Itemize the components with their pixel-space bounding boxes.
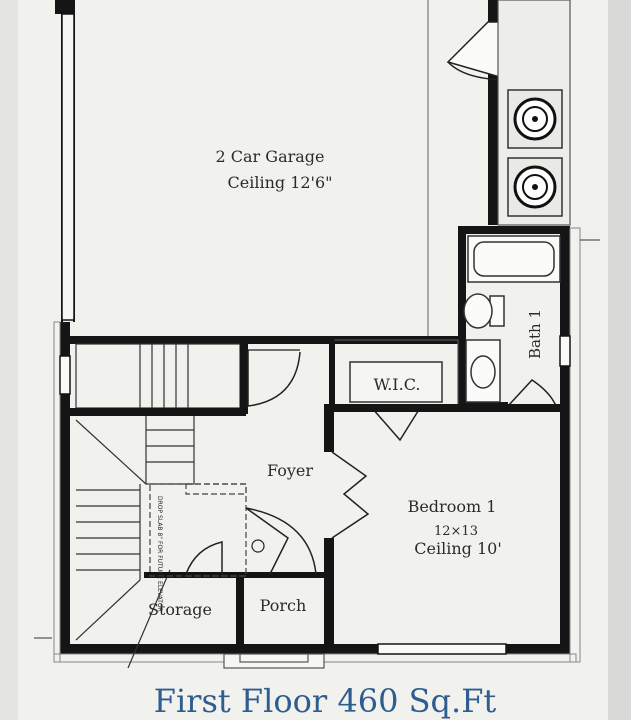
house-exterior-walls — [60, 226, 570, 654]
interior-walls — [70, 336, 334, 648]
foyer-name: Foyer — [267, 461, 313, 480]
grid-markers — [34, 239, 600, 639]
paper-shadow-right — [608, 0, 631, 720]
storage-name: Storage — [148, 600, 212, 619]
porch-steps — [223, 653, 325, 669]
bedroom-size: 12×13 — [434, 524, 478, 539]
bathtub — [467, 235, 561, 283]
bedroom-walls — [324, 404, 560, 648]
toilet — [463, 293, 505, 329]
wic-area — [329, 339, 459, 409]
water-heater-icon — [251, 539, 265, 553]
stair-direction-line — [127, 569, 171, 669]
bath-name: Bath 1 — [526, 309, 544, 359]
sink — [465, 339, 501, 403]
garage-ceiling: Ceiling 12'6" — [228, 173, 333, 192]
hvac-units — [497, 0, 571, 226]
bedroom-window — [377, 643, 507, 655]
floor-title: First Floor 460 Sq.Ft — [154, 682, 497, 720]
porch-name: Porch — [260, 596, 307, 615]
bedroom-ceiling: Ceiling 10' — [414, 539, 501, 558]
garage-name: 2 Car Garage — [216, 147, 325, 166]
bath-window — [559, 335, 571, 367]
wic-door — [371, 407, 421, 442]
front-door — [245, 507, 317, 575]
bedroom-name: Bedroom 1 — [408, 497, 497, 516]
elevator-slab — [149, 483, 247, 577]
left-window — [59, 355, 71, 395]
elevator-note: DROP SLAB 8" FOR FUTURE ELEVATOR — [156, 496, 163, 612]
foyer-door — [247, 350, 301, 407]
wic-name: W.I.C. — [374, 375, 421, 394]
bedroom-bifold-door — [331, 451, 370, 539]
closet-door — [185, 541, 223, 575]
bath-door — [507, 379, 557, 407]
